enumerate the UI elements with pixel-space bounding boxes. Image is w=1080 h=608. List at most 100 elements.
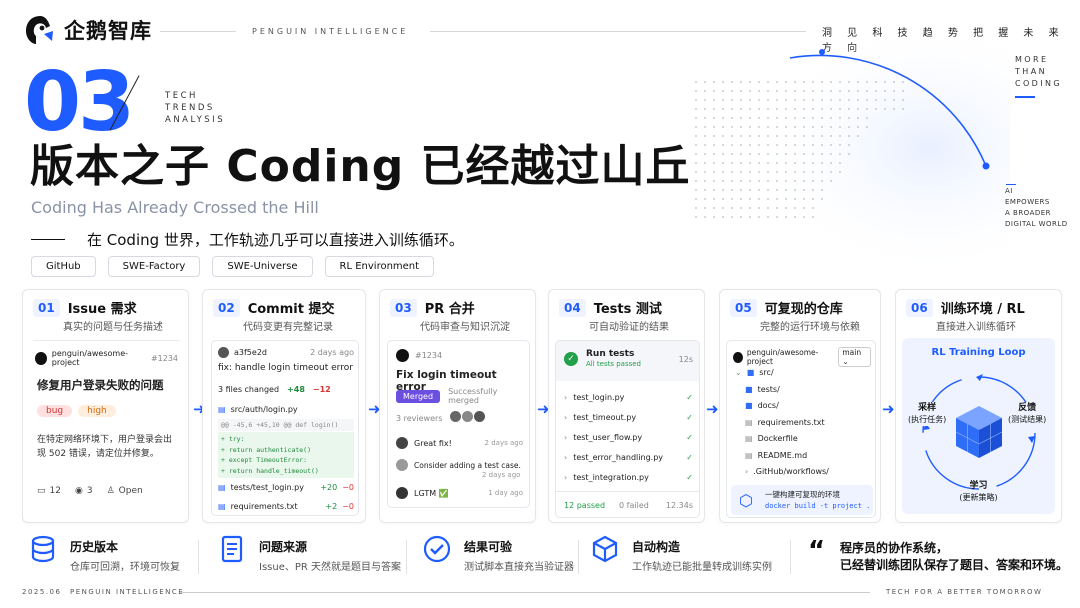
decor-dot [794,90,796,92]
card-title: Issue 需求 [67,302,137,317]
decor-dot [722,144,724,146]
decor-dot [776,144,778,146]
decor-dot [749,171,751,173]
check-icon: ✓ [686,473,693,482]
decor-dot [776,207,778,209]
decor-dot [740,108,742,110]
decor-dot [803,135,805,137]
chip-swe-universe[interactable]: SWE-Universe [212,256,313,277]
decor-dot [695,180,697,182]
issue-title[interactable]: 修复用户登录失败的问题 [37,378,164,392]
decor-dot [767,189,769,191]
tag-high[interactable]: high [78,405,116,417]
decor-dot [740,180,742,182]
test-file[interactable]: test_user_flow.py [573,433,643,442]
decor-dot [740,198,742,200]
decor-dot [776,198,778,200]
decor-dot [821,117,823,119]
card-title: Commit 提交 [247,302,335,317]
file-name[interactable]: tests/test_login.py [230,483,304,492]
branch-select[interactable]: main ⌄ [838,347,871,367]
file-name[interactable]: requirements.txt [230,502,298,511]
test-file[interactable]: test_integration.py [573,473,649,482]
decor-dot [875,108,877,110]
repo-name[interactable]: penguin/awesome-project [51,349,129,367]
footer-right: TECH FOR A BETTER TOMORROW [886,588,1043,596]
decor-dot [812,198,814,200]
avatar [396,487,408,499]
decor-dot [704,90,706,92]
decor-dot [794,162,796,164]
decor-dot [695,171,697,173]
decor-dot [776,81,778,83]
decor-dot [722,180,724,182]
decor-dot [794,216,796,218]
chip-rl-environment[interactable]: RL Environment [324,256,435,277]
decor-dot [785,207,787,209]
decor-dot [704,153,706,155]
decor-dot [794,99,796,101]
decor-dot [731,126,733,128]
decor-dot [812,189,814,191]
decor-dot [794,81,796,83]
test-file[interactable]: test_error_handling.py [573,453,664,462]
decor-dot [722,90,724,92]
decor-dot [776,162,778,164]
decor-dot [731,99,733,101]
commit-hash[interactable]: a3f5e2d [234,348,267,357]
loop-feedback: 反馈(测试结果) [1008,402,1047,426]
repo-name[interactable]: penguin/awesome-project [746,348,819,366]
decor-dot [722,99,724,101]
test-file[interactable]: test_timeout.py [573,413,637,422]
decor-dot [839,126,841,128]
card-subtitle: 代码审查与知识沉淀 [420,322,510,333]
tag-bug[interactable]: bug [37,405,73,417]
diff-code: + try:+ return authenticate()+ except Ti… [218,432,354,478]
card-number: 01 [33,298,60,317]
decor-dot [794,198,796,200]
build-command[interactable]: docker build -t project . [765,502,871,510]
decor-dot [758,90,760,92]
decor-dot [767,81,769,83]
arrow-right-icon: ➜ [882,400,895,418]
decor-dot [740,99,742,101]
decor-dot [785,162,787,164]
decor-dot [713,99,715,101]
dot-grid [695,81,904,218]
decor-dot [866,99,868,101]
decor-dot [740,216,742,218]
decor-dot [731,171,733,173]
decor-dot [839,117,841,119]
chip-swe-factory[interactable]: SWE-Factory [107,256,201,277]
card-title: Tests 测试 [593,302,662,317]
decor-dot [812,171,814,173]
decor-dot [713,108,715,110]
decor-dot [695,90,697,92]
decor-dot [821,81,823,83]
diff-hunk-header: @@ -45,6 +45,10 @@ def login() [218,419,354,431]
decor-dot [776,90,778,92]
decor-dot [713,198,715,200]
decor-dot [713,207,715,209]
card-number: 05 [730,298,757,317]
decor-dot [830,180,832,182]
decor-dot [749,90,751,92]
issue-id: #1234 [150,353,178,363]
decor-dot [785,135,787,137]
chip-github[interactable]: GitHub [31,256,96,277]
decor-dot [875,99,877,101]
test-file[interactable]: test_login.py [573,393,625,402]
cube-icon: ⬡ [739,491,753,510]
file-name[interactable]: src/auth/login.py [230,405,298,414]
decor-dot [758,198,760,200]
decor-dot [821,162,823,164]
commit-time: 2 days ago [310,348,354,357]
decor-dot [695,207,697,209]
decor-dot [722,81,724,83]
decor-dot [767,144,769,146]
hero-slogan-text: 在 Coding 世界，工作轨迹几乎可以直接进入训练循环。 [87,231,464,249]
decor-dot [704,108,706,110]
decor-dot [884,81,886,83]
